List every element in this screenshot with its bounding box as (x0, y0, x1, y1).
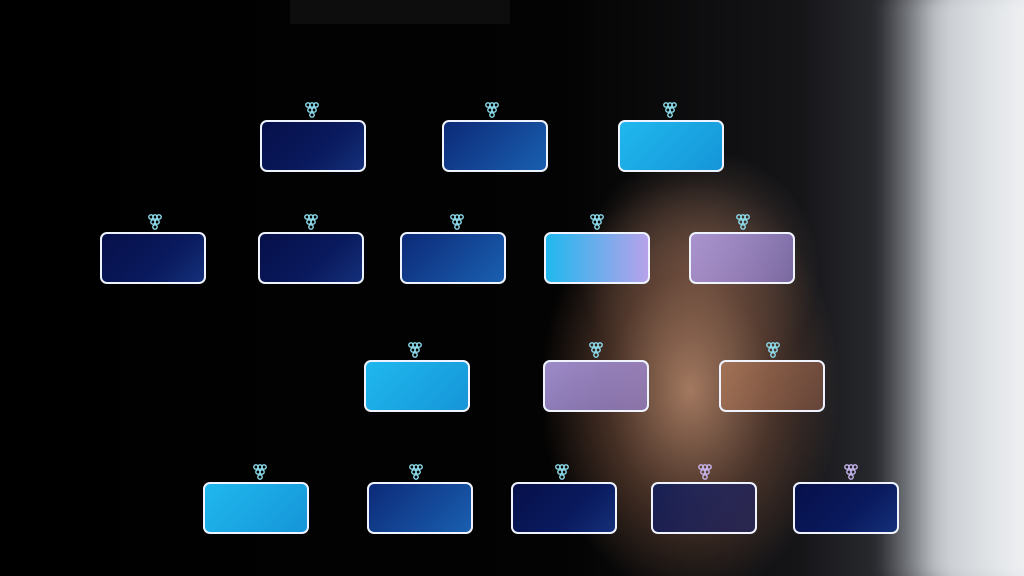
connector-line (558, 450, 566, 464)
top-dark-band (290, 0, 510, 24)
connector-line (308, 84, 316, 102)
org-chart-box (793, 482, 899, 534)
arrow-down-icon (764, 342, 782, 358)
connector-line (151, 192, 461, 200)
person-shirt (870, 0, 1024, 576)
connector-line (593, 200, 601, 214)
org-chart-box (258, 232, 364, 284)
org-chart-box (100, 232, 206, 284)
arrow-down-icon (448, 214, 466, 230)
org-chart-box (260, 120, 366, 172)
arrow-down-icon (406, 342, 424, 358)
org-chart-box (543, 360, 649, 412)
arrow-down-icon (842, 464, 860, 480)
connector-line (411, 319, 777, 327)
connector-line (307, 200, 315, 214)
connector-line (666, 84, 674, 102)
org-chart-box (544, 232, 650, 284)
arrow-down-icon (661, 102, 679, 118)
connector-line (592, 327, 600, 342)
connector-line (847, 450, 855, 464)
arrow-down-icon (302, 214, 320, 230)
arrow-down-icon (303, 102, 321, 118)
connector-line (701, 450, 709, 464)
arrow-down-icon (146, 214, 164, 230)
connector-line (593, 192, 747, 200)
arrow-down-icon (696, 464, 714, 480)
arrow-down-icon (407, 464, 425, 480)
connector-line (412, 450, 420, 464)
org-chart-box (689, 232, 795, 284)
connector-line (256, 442, 566, 450)
arrow-down-icon (587, 342, 605, 358)
connector-line (701, 442, 855, 450)
arrow-down-icon (483, 102, 501, 118)
arrow-down-icon (251, 464, 269, 480)
arrow-down-icon (553, 464, 571, 480)
connector-line (256, 450, 264, 464)
connector-line (769, 327, 777, 342)
org-chart-box (364, 360, 470, 412)
org-chart-box (719, 360, 825, 412)
connector-line (488, 84, 496, 102)
connector-line (151, 200, 159, 214)
arrow-down-icon (734, 214, 752, 230)
org-chart-box (367, 482, 473, 534)
org-chart-box (618, 120, 724, 172)
org-chart-box (203, 482, 309, 534)
connector-line (739, 200, 747, 214)
org-chart-box (511, 482, 617, 534)
connector-line (411, 327, 419, 342)
org-chart-box (651, 482, 757, 534)
org-chart-box (400, 232, 506, 284)
connector-line (308, 76, 674, 84)
org-chart-box (442, 120, 548, 172)
arrow-down-icon (588, 214, 606, 230)
connector-line (453, 200, 461, 214)
